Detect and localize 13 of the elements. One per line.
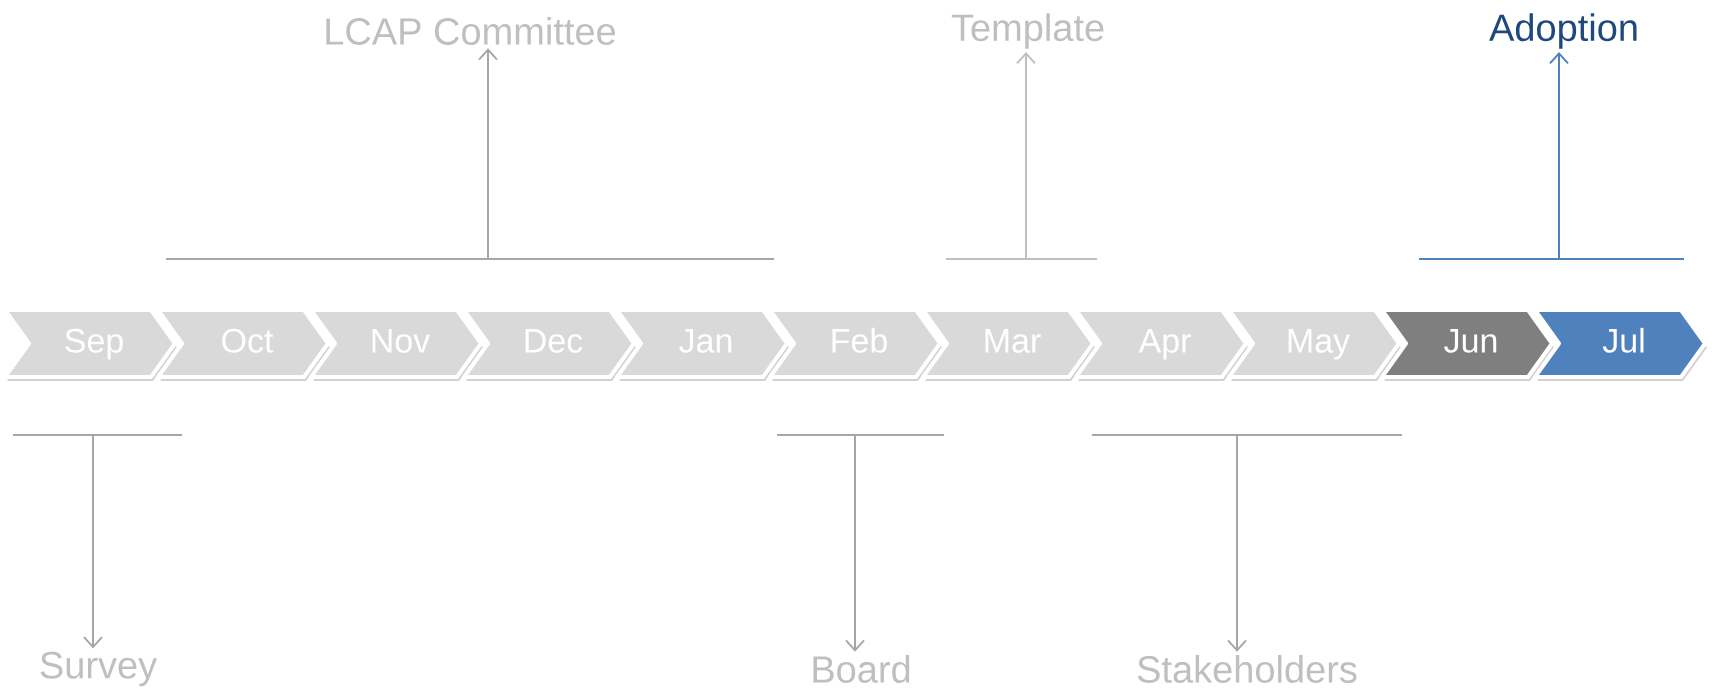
- label-text: Stakeholders: [1137, 655, 1357, 683]
- arrow: [1227, 434, 1247, 652]
- arrow: [1016, 51, 1036, 260]
- arrow: [845, 434, 865, 652]
- arrow: [478, 48, 498, 260]
- label-text: LCAP Committee: [326, 17, 616, 45]
- label-text: Template: [951, 13, 1104, 49]
- label-text: Adoption: [1489, 13, 1637, 49]
- label-text: Board: [813, 655, 910, 683]
- timeline-segment: Jul: [1533, 308, 1707, 381]
- label-text: Survey: [40, 651, 158, 687]
- arrow: [83, 434, 103, 649]
- arrow: [1549, 51, 1569, 260]
